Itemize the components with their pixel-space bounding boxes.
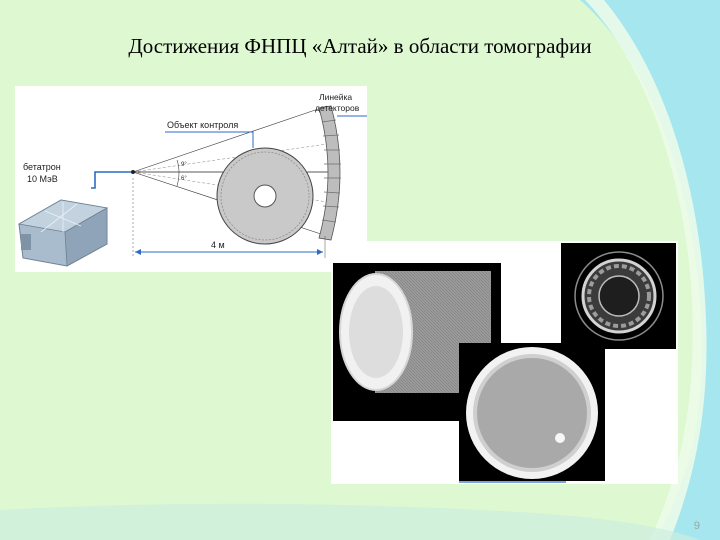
beam-fan-ray-lower	[132, 171, 328, 203]
betatron-label-line1: бетатрон	[23, 162, 61, 172]
cross-section-slice-image	[561, 243, 676, 349]
end-face-ct-image	[459, 343, 605, 483]
betatron-label-line2: 10 МэВ	[27, 174, 58, 184]
betatron-device	[17, 199, 109, 267]
source-point	[131, 170, 135, 174]
beam-fan-ray-upper	[132, 143, 328, 173]
slide-title: Достижения ФНПЦ «Алтай» в области томогр…	[128, 34, 592, 58]
page-number: 9	[693, 520, 700, 532]
betatron-connector-line	[91, 171, 133, 189]
tomography-scheme-diagram: бетатрон 10 МэВ 9° 6° Объект контроля Ли…	[15, 86, 367, 272]
detector-label-line1: Линейка	[319, 92, 352, 102]
angle-lower-label: 6°	[181, 176, 187, 182]
control-object-disc	[216, 147, 314, 245]
detector-array	[318, 105, 341, 241]
cylinder-3d-image	[333, 263, 501, 421]
angle-upper-label: 9°	[181, 162, 187, 168]
angle-arc	[176, 159, 180, 187]
background-bottom-stripe	[0, 503, 700, 540]
beam-fan-upper	[132, 105, 328, 173]
tomography-images-collage	[331, 241, 678, 484]
object-label: Объект контроля	[167, 120, 238, 130]
object-callout-line	[165, 131, 254, 148]
distance-label: 4 м	[211, 240, 225, 250]
detector-label-line2: детекторов	[315, 103, 360, 113]
